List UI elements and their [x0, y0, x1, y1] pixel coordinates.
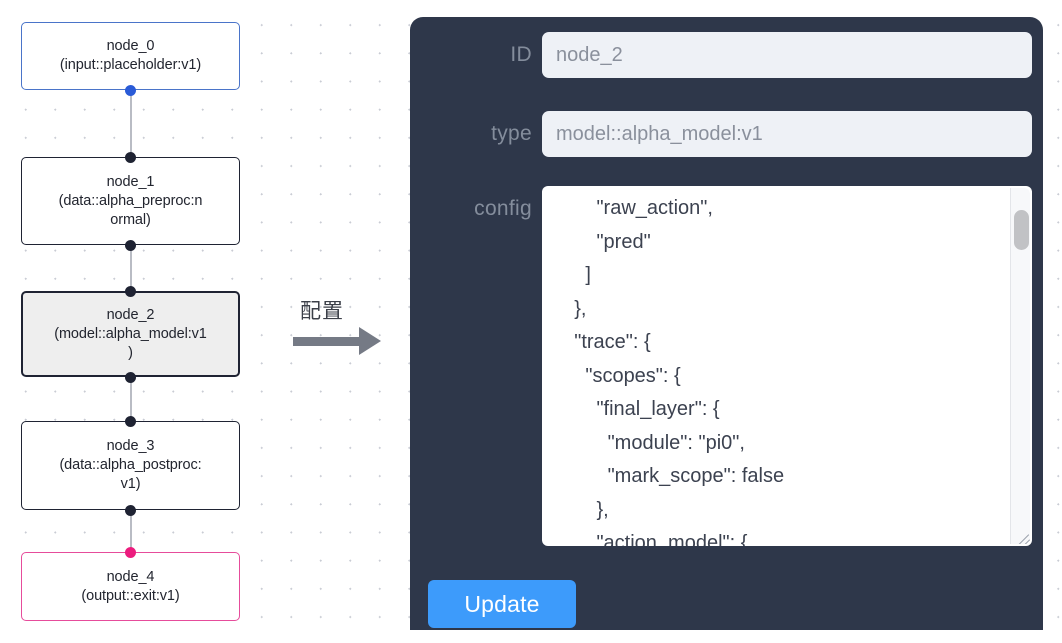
- arrow-shaft: [293, 337, 361, 346]
- field-row-config: config "raw_action", "pred" ] }, "trace"…: [410, 186, 1043, 546]
- node_1-source-handle[interactable]: [125, 240, 136, 251]
- node_1-target-handle[interactable]: [125, 152, 136, 163]
- id-input[interactable]: [542, 32, 1032, 78]
- field-row-id: ID: [410, 32, 1043, 78]
- type-input[interactable]: [542, 111, 1032, 157]
- edge-node1-node2: [130, 245, 132, 291]
- graph-node-node_4[interactable]: node_4 (output::exit:v1): [21, 552, 240, 621]
- graph-node-node_3[interactable]: node_3 (data::alpha_postproc: v1): [21, 421, 240, 510]
- graph-node-label: node_3 (data::alpha_postproc: v1): [59, 438, 202, 492]
- graph-node-label: node_1 (data::alpha_preproc:n ormal): [58, 173, 203, 228]
- transition-arrow-group: 配置: [293, 295, 393, 365]
- id-field-label: ID: [510, 43, 532, 66]
- node_4-target-handle[interactable]: [125, 547, 136, 558]
- config-scrollbar-thumb[interactable]: [1014, 210, 1029, 250]
- config-field-label: config: [474, 197, 532, 220]
- node_3-source-handle[interactable]: [125, 505, 136, 516]
- config-scrollbar[interactable]: [1010, 188, 1030, 544]
- node_0-source-handle[interactable]: [125, 85, 136, 96]
- edge-node2-node3: [130, 377, 132, 421]
- arrow-caption-label: 配置: [300, 299, 344, 323]
- arrow-head-icon: [359, 327, 381, 355]
- graph-node-label: node_2 (model::alpha_model:v1 ): [54, 306, 207, 361]
- update-button[interactable]: Update: [428, 580, 576, 628]
- config-textarea-wrapper: "raw_action", "pred" ] }, "trace": { "sc…: [542, 186, 1032, 546]
- graph-node-label: node_4 (output::exit:v1): [81, 568, 180, 604]
- node_3-target-handle[interactable]: [125, 416, 136, 427]
- type-field-label: type: [491, 122, 532, 145]
- graph-node-node_0[interactable]: node_0 (input::placeholder:v1): [21, 22, 240, 90]
- graph-node-label: node_0 (input::placeholder:v1): [59, 38, 202, 73]
- edge-node3-node4: [130, 510, 132, 552]
- graph-node-node_2[interactable]: node_2 (model::alpha_model:v1 ): [21, 291, 240, 377]
- edge-node0-node1: [130, 90, 132, 158]
- node_2-source-handle[interactable]: [125, 372, 136, 383]
- graph-node-node_1[interactable]: node_1 (data::alpha_preproc:n ormal): [21, 157, 240, 245]
- config-textarea[interactable]: "raw_action", "pred" ] }, "trace": { "sc…: [542, 186, 1032, 546]
- resize-handle-icon[interactable]: [1014, 528, 1030, 544]
- field-row-type: type: [410, 111, 1043, 157]
- node_2-target-handle[interactable]: [125, 286, 136, 297]
- node-config-panel: ID type config "raw_action", "pred" ] },…: [410, 17, 1043, 630]
